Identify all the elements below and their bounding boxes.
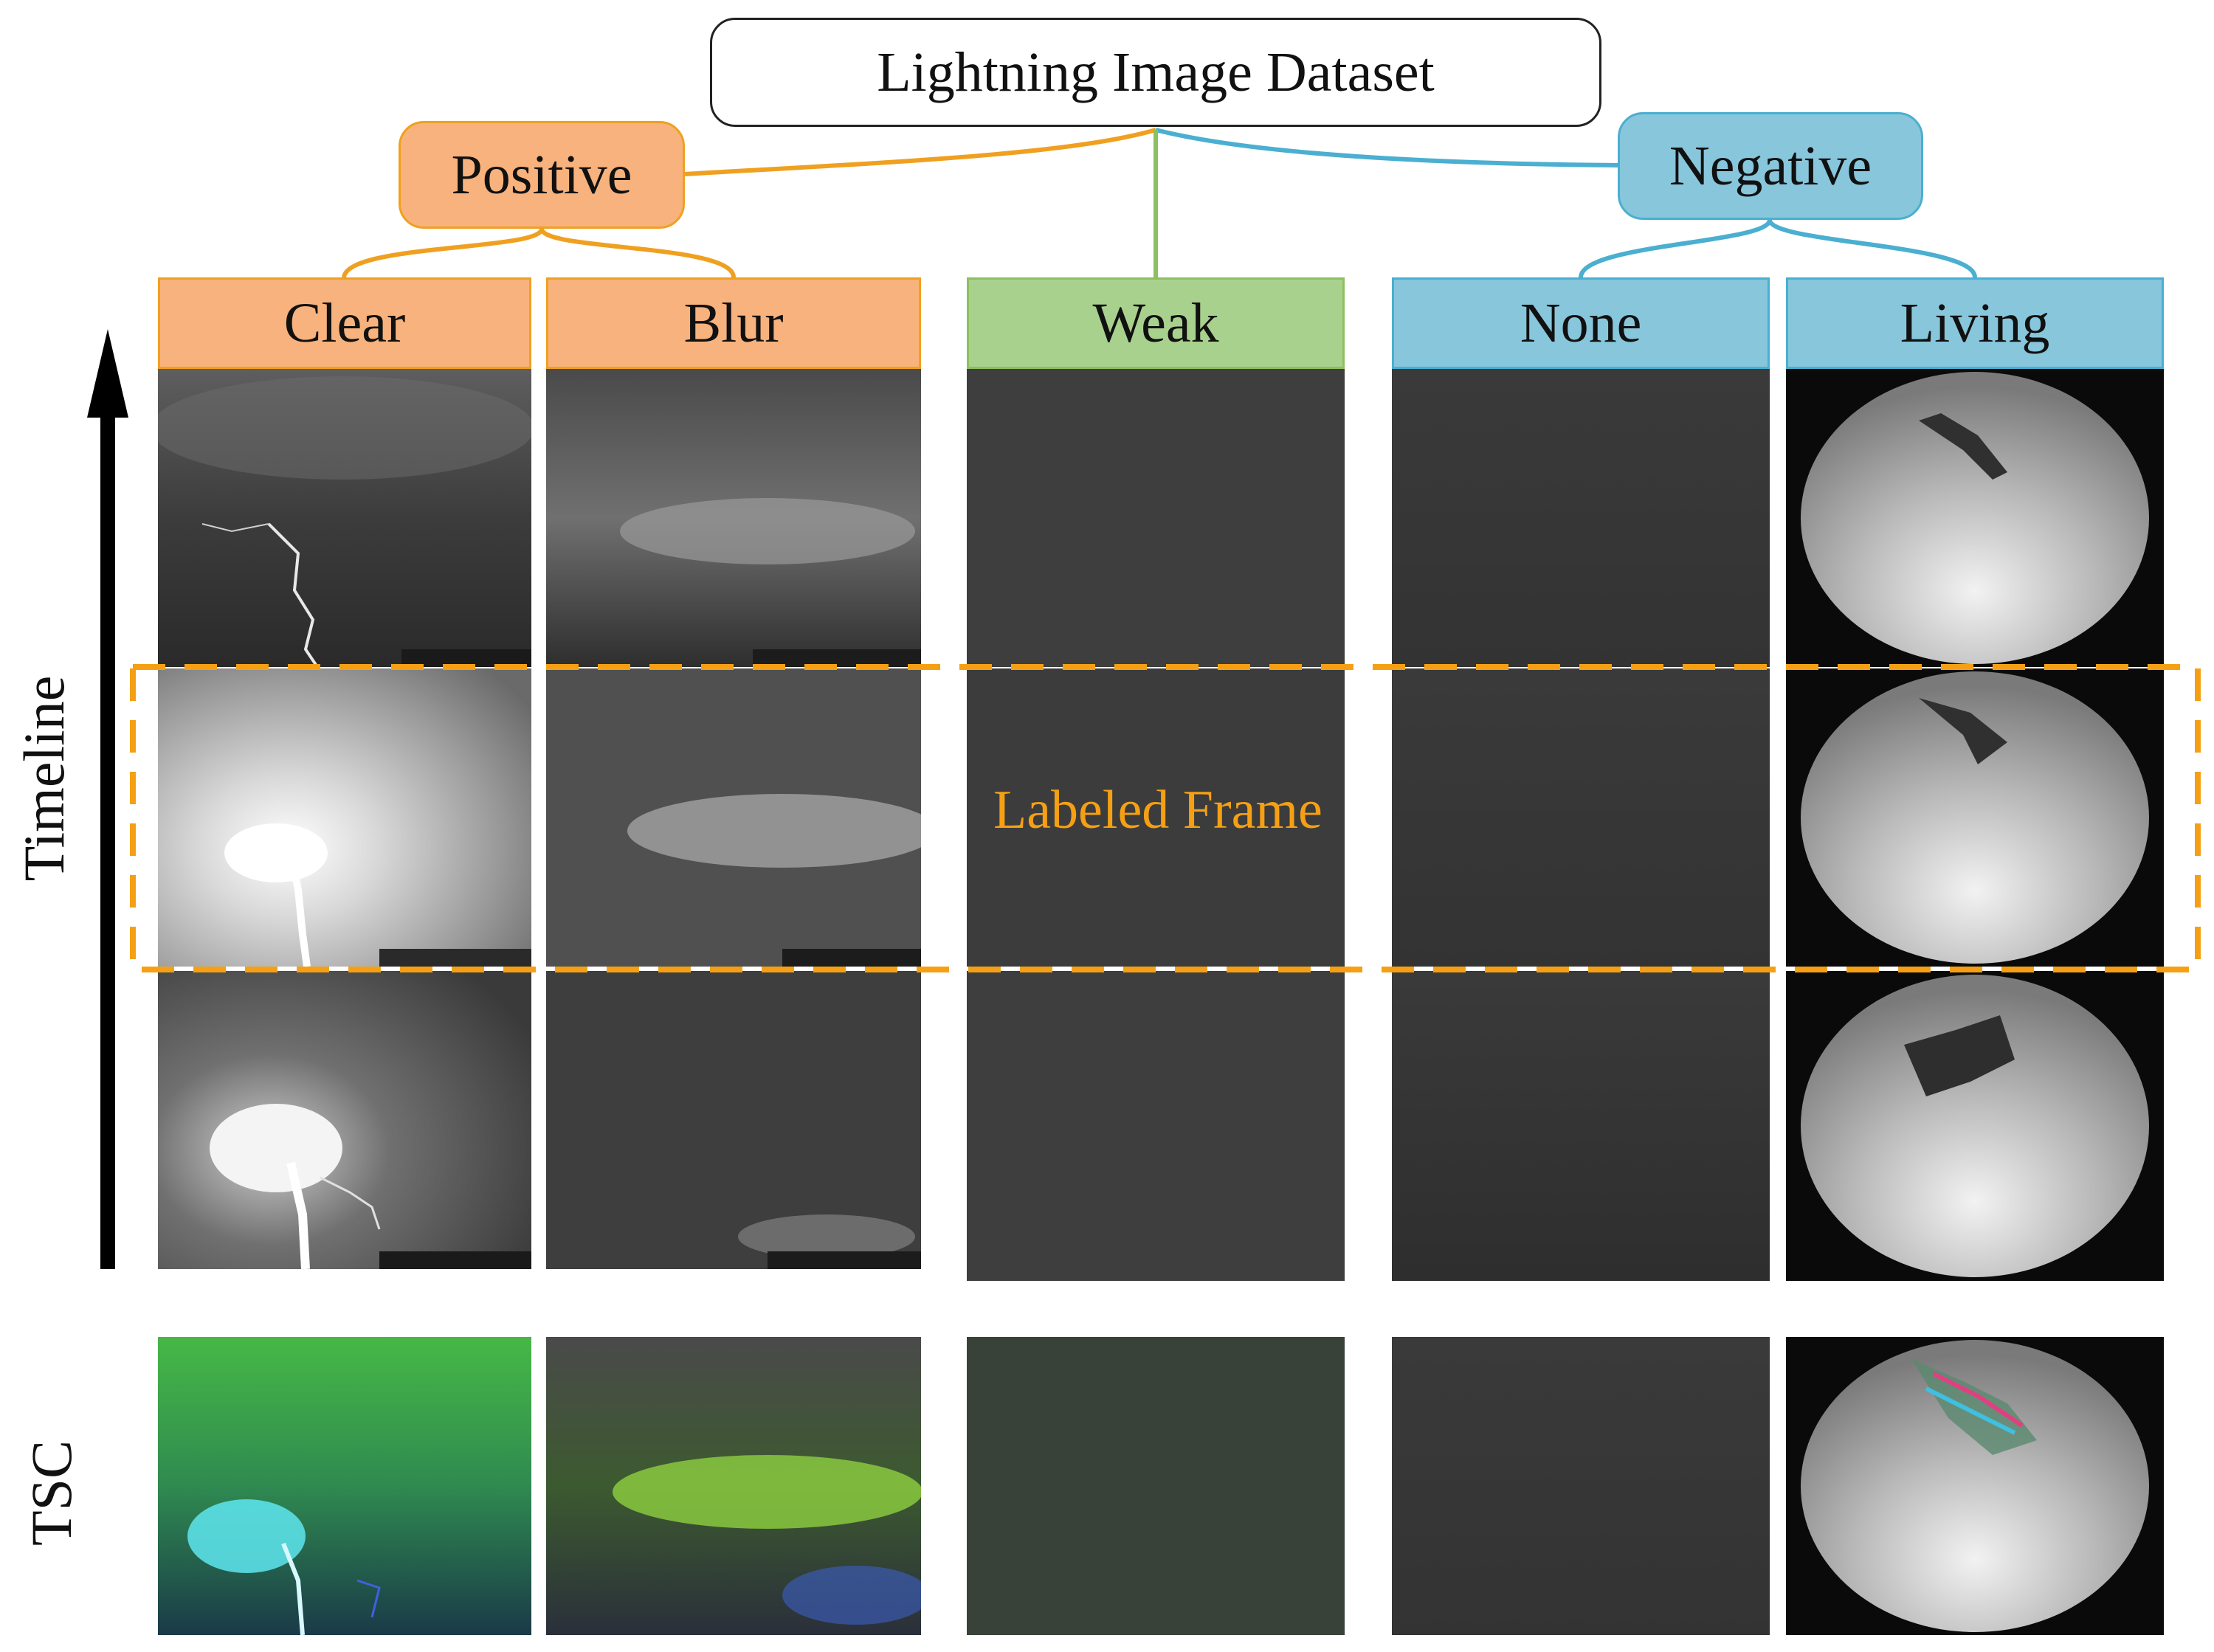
living-frame-2 xyxy=(1786,668,2164,967)
weak-frame-1 xyxy=(967,369,1345,667)
blur-frame-2 xyxy=(546,668,921,967)
up-arrow-icon xyxy=(87,329,128,1269)
negative-group-label: Negative xyxy=(1618,112,1923,220)
living-tsc-frame xyxy=(1786,1337,2164,1635)
negative-to-living-line xyxy=(1768,218,1977,278)
weak-frame-3 xyxy=(967,971,1345,1281)
category-header-none: None xyxy=(1392,277,1770,369)
blur-frame-1 xyxy=(546,369,921,667)
negative-to-none-line xyxy=(1579,218,1772,278)
category-header-weak: Weak xyxy=(967,277,1345,369)
clear-tsc-frame xyxy=(158,1337,531,1635)
living-frame-1 xyxy=(1786,369,2164,667)
positive-to-clear-line xyxy=(342,227,544,278)
title-to-negative-line xyxy=(1155,128,1618,167)
none-frame-2 xyxy=(1392,668,1770,967)
clear-frame-3 xyxy=(158,971,531,1269)
none-frame-1 xyxy=(1392,369,1770,667)
weak-tsc-frame xyxy=(967,1337,1345,1635)
category-header-living: Living xyxy=(1786,277,2164,369)
labeled-frame-label: Labeled Frame xyxy=(993,780,1322,840)
category-header-blur: Blur xyxy=(546,277,921,369)
positive-group-label: Positive xyxy=(399,121,685,229)
dataset-title: Lightning Image Dataset xyxy=(710,18,1601,127)
category-header-clear: Clear xyxy=(158,277,531,369)
living-frame-3 xyxy=(1786,971,2164,1281)
title-to-positive-line xyxy=(684,128,1156,176)
clear-frame-2 xyxy=(158,668,531,967)
blur-frame-3 xyxy=(546,971,921,1269)
blur-tsc-frame xyxy=(546,1337,921,1635)
none-tsc-frame xyxy=(1392,1337,1770,1635)
positive-to-blur-line xyxy=(539,227,736,278)
weak-frame-2 xyxy=(967,668,1345,967)
clear-frame-1 xyxy=(158,369,531,667)
none-frame-3 xyxy=(1392,971,1770,1281)
